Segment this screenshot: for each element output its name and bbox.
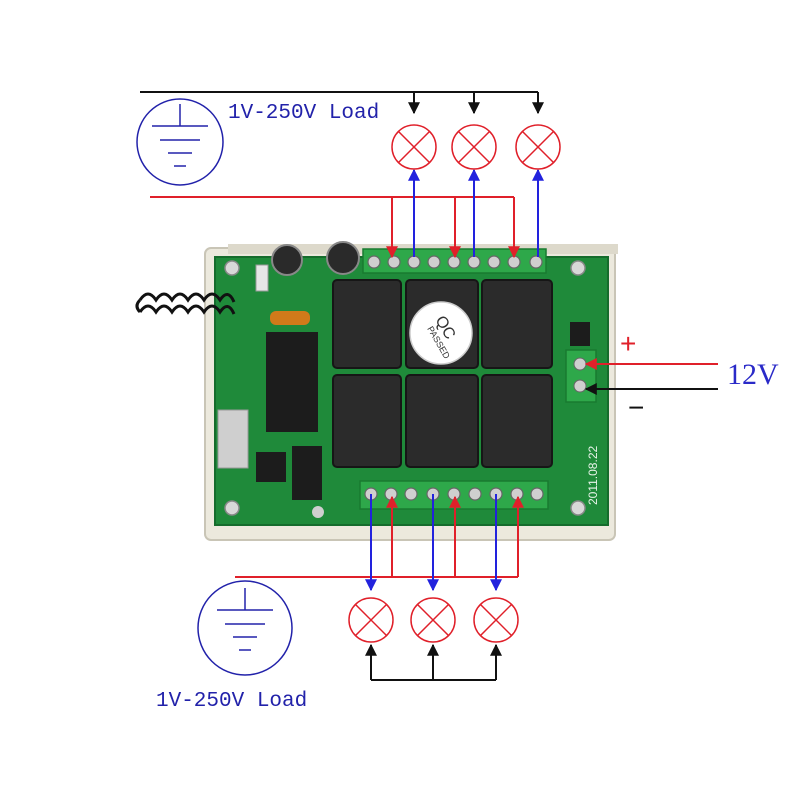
mounting-screws [224,260,586,516]
lamp-icon [391,124,437,170]
antenna-icon [135,292,236,315]
supply-negative-sign: − [628,392,645,423]
led [255,264,269,292]
lamp-icon [473,597,519,643]
relay-5 [405,374,479,468]
ground-icon [136,98,224,186]
small-ic [256,452,286,482]
power-terminal-negative [573,379,587,393]
relay-3 [481,279,553,369]
lamp-icon [410,597,456,643]
receiver-chip [266,332,318,432]
supply-positive-sign: + [620,328,637,359]
relays [332,279,553,468]
resistor [270,311,310,325]
supply-wiring [584,358,718,395]
relay-1 [332,279,402,369]
bottom-wiring [235,494,524,681]
lamp-icon [451,124,497,170]
top-lamps [391,124,561,170]
lamp-icon [348,597,394,643]
capacitor-2 [326,241,360,275]
lamp-icon [515,124,561,170]
capacitor-1 [271,244,303,276]
decoder-chip [292,446,322,500]
pcb-hole [312,506,324,518]
date-code: 2011.08.22 [586,446,600,505]
relay-6 [481,374,553,468]
crystal [217,409,249,469]
relay-4 [332,374,402,468]
bottom-load-label: 1V-250V Load [156,690,308,713]
qc-sticker: QC PASSED [409,301,473,365]
top-terminal-screws [367,255,543,269]
top-load-label: 1V-250V Load [228,102,380,125]
top-wiring [140,91,544,259]
supply-voltage-label: 12V [727,358,779,391]
power-terminal-positive [573,357,587,371]
power-regulator [570,322,590,346]
relay-module: QC PASSED 2011.08.22 [135,241,618,541]
ground-icon [197,580,293,676]
bottom-lamps [348,597,519,643]
